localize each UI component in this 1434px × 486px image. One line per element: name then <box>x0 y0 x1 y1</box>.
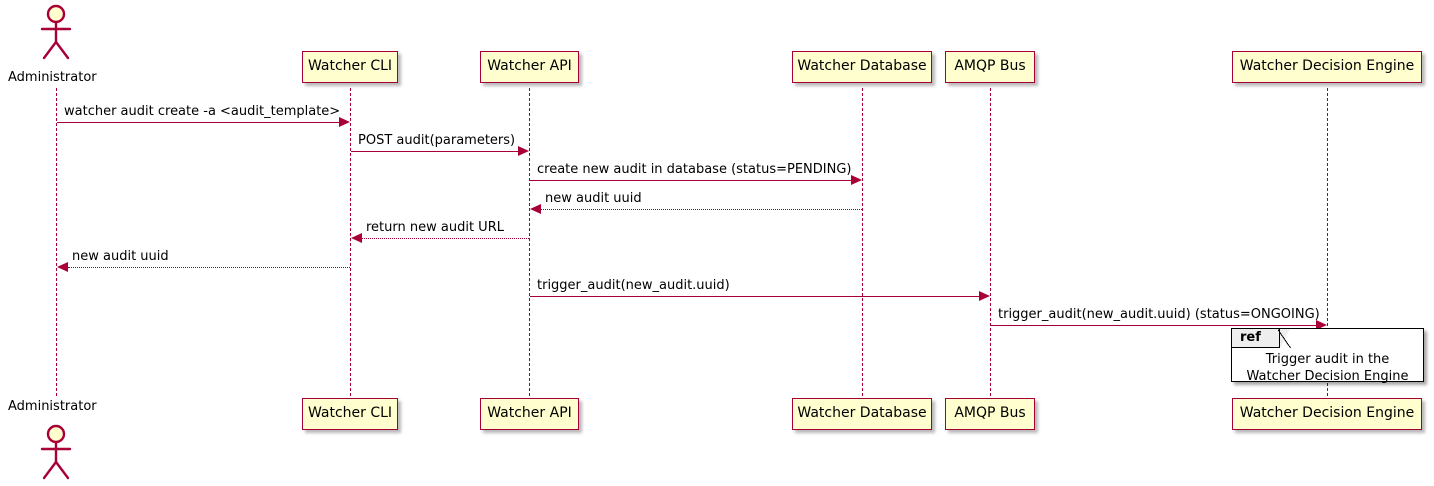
lifeline-amqp-bus <box>990 88 991 396</box>
ref-fragment-tab: ref <box>1232 329 1280 348</box>
message-line-1 <box>57 122 339 123</box>
participant-box-amqp-bus-top[interactable]: AMQP Bus <box>945 51 1035 83</box>
message-line-4 <box>541 209 862 210</box>
participant-box-watcher-api-top[interactable]: Watcher API <box>480 51 579 83</box>
message-arrowhead-4 <box>530 204 541 214</box>
lifeline-watcher-cli <box>350 88 351 396</box>
lifeline-administrator <box>56 88 57 396</box>
actor-administrator-foot <box>35 424 77 480</box>
participant-box-watcher-database-bottom[interactable]: Watcher Database <box>792 398 932 430</box>
message-arrowhead-2 <box>518 146 529 156</box>
message-arrowhead-1 <box>339 117 350 127</box>
message-line-7 <box>530 296 979 297</box>
ref-fragment-body: Trigger audit in the Watcher Decision En… <box>1232 351 1423 385</box>
lifeline-watcher-database <box>862 88 863 396</box>
message-line-5 <box>362 238 529 239</box>
participant-box-amqp-bus-bottom[interactable]: AMQP Bus <box>945 398 1035 430</box>
message-arrowhead-8 <box>1316 320 1327 330</box>
message-label-5: return new audit URL <box>366 220 504 235</box>
lifeline-watcher-decision-engine <box>1327 88 1328 396</box>
lifeline-watcher-api <box>529 88 530 396</box>
message-line-3 <box>530 180 851 181</box>
message-arrowhead-3 <box>851 175 862 185</box>
ref-fragment-body-line1: Trigger audit in the <box>1265 352 1390 367</box>
message-label-8: trigger_audit(new_audit.uuid) (status=ON… <box>998 307 1320 322</box>
participant-box-watcher-api-bottom[interactable]: Watcher API <box>480 398 579 430</box>
message-line-2 <box>351 151 518 152</box>
message-arrowhead-7 <box>979 291 990 301</box>
message-label-6: new audit uuid <box>72 249 169 264</box>
message-line-6 <box>68 267 350 268</box>
participant-box-watcher-decision-engine-bottom[interactable]: Watcher Decision Engine <box>1232 398 1422 430</box>
message-label-2: POST audit(parameters) <box>358 133 516 148</box>
message-label-3: create new audit in database (status=PEN… <box>537 162 852 177</box>
participant-box-watcher-decision-engine-top[interactable]: Watcher Decision Engine <box>1232 51 1422 83</box>
ref-fragment-body-line2: Watcher Decision Engine <box>1246 369 1409 384</box>
message-label-1: watcher audit create -a <audit_template> <box>64 104 341 119</box>
ref-fragment: ref Trigger audit in the Watcher Decisio… <box>1231 328 1424 385</box>
participant-box-watcher-cli-bottom[interactable]: Watcher CLI <box>302 398 398 430</box>
message-line-8 <box>991 325 1316 326</box>
ref-fragment-tab-corner-edge <box>1278 329 1291 348</box>
message-arrowhead-5 <box>351 233 362 243</box>
message-arrowhead-6 <box>57 262 68 272</box>
participant-box-watcher-database-top[interactable]: Watcher Database <box>792 51 932 83</box>
actor-label-administrator-top: Administrator <box>8 70 97 85</box>
message-label-7: trigger_audit(new_audit.uuid) <box>537 278 730 293</box>
participant-box-watcher-cli-top[interactable]: Watcher CLI <box>302 51 398 83</box>
actor-label-administrator-bottom: Administrator <box>8 399 97 414</box>
message-label-4: new audit uuid <box>545 191 642 206</box>
actor-administrator-head <box>35 4 77 60</box>
